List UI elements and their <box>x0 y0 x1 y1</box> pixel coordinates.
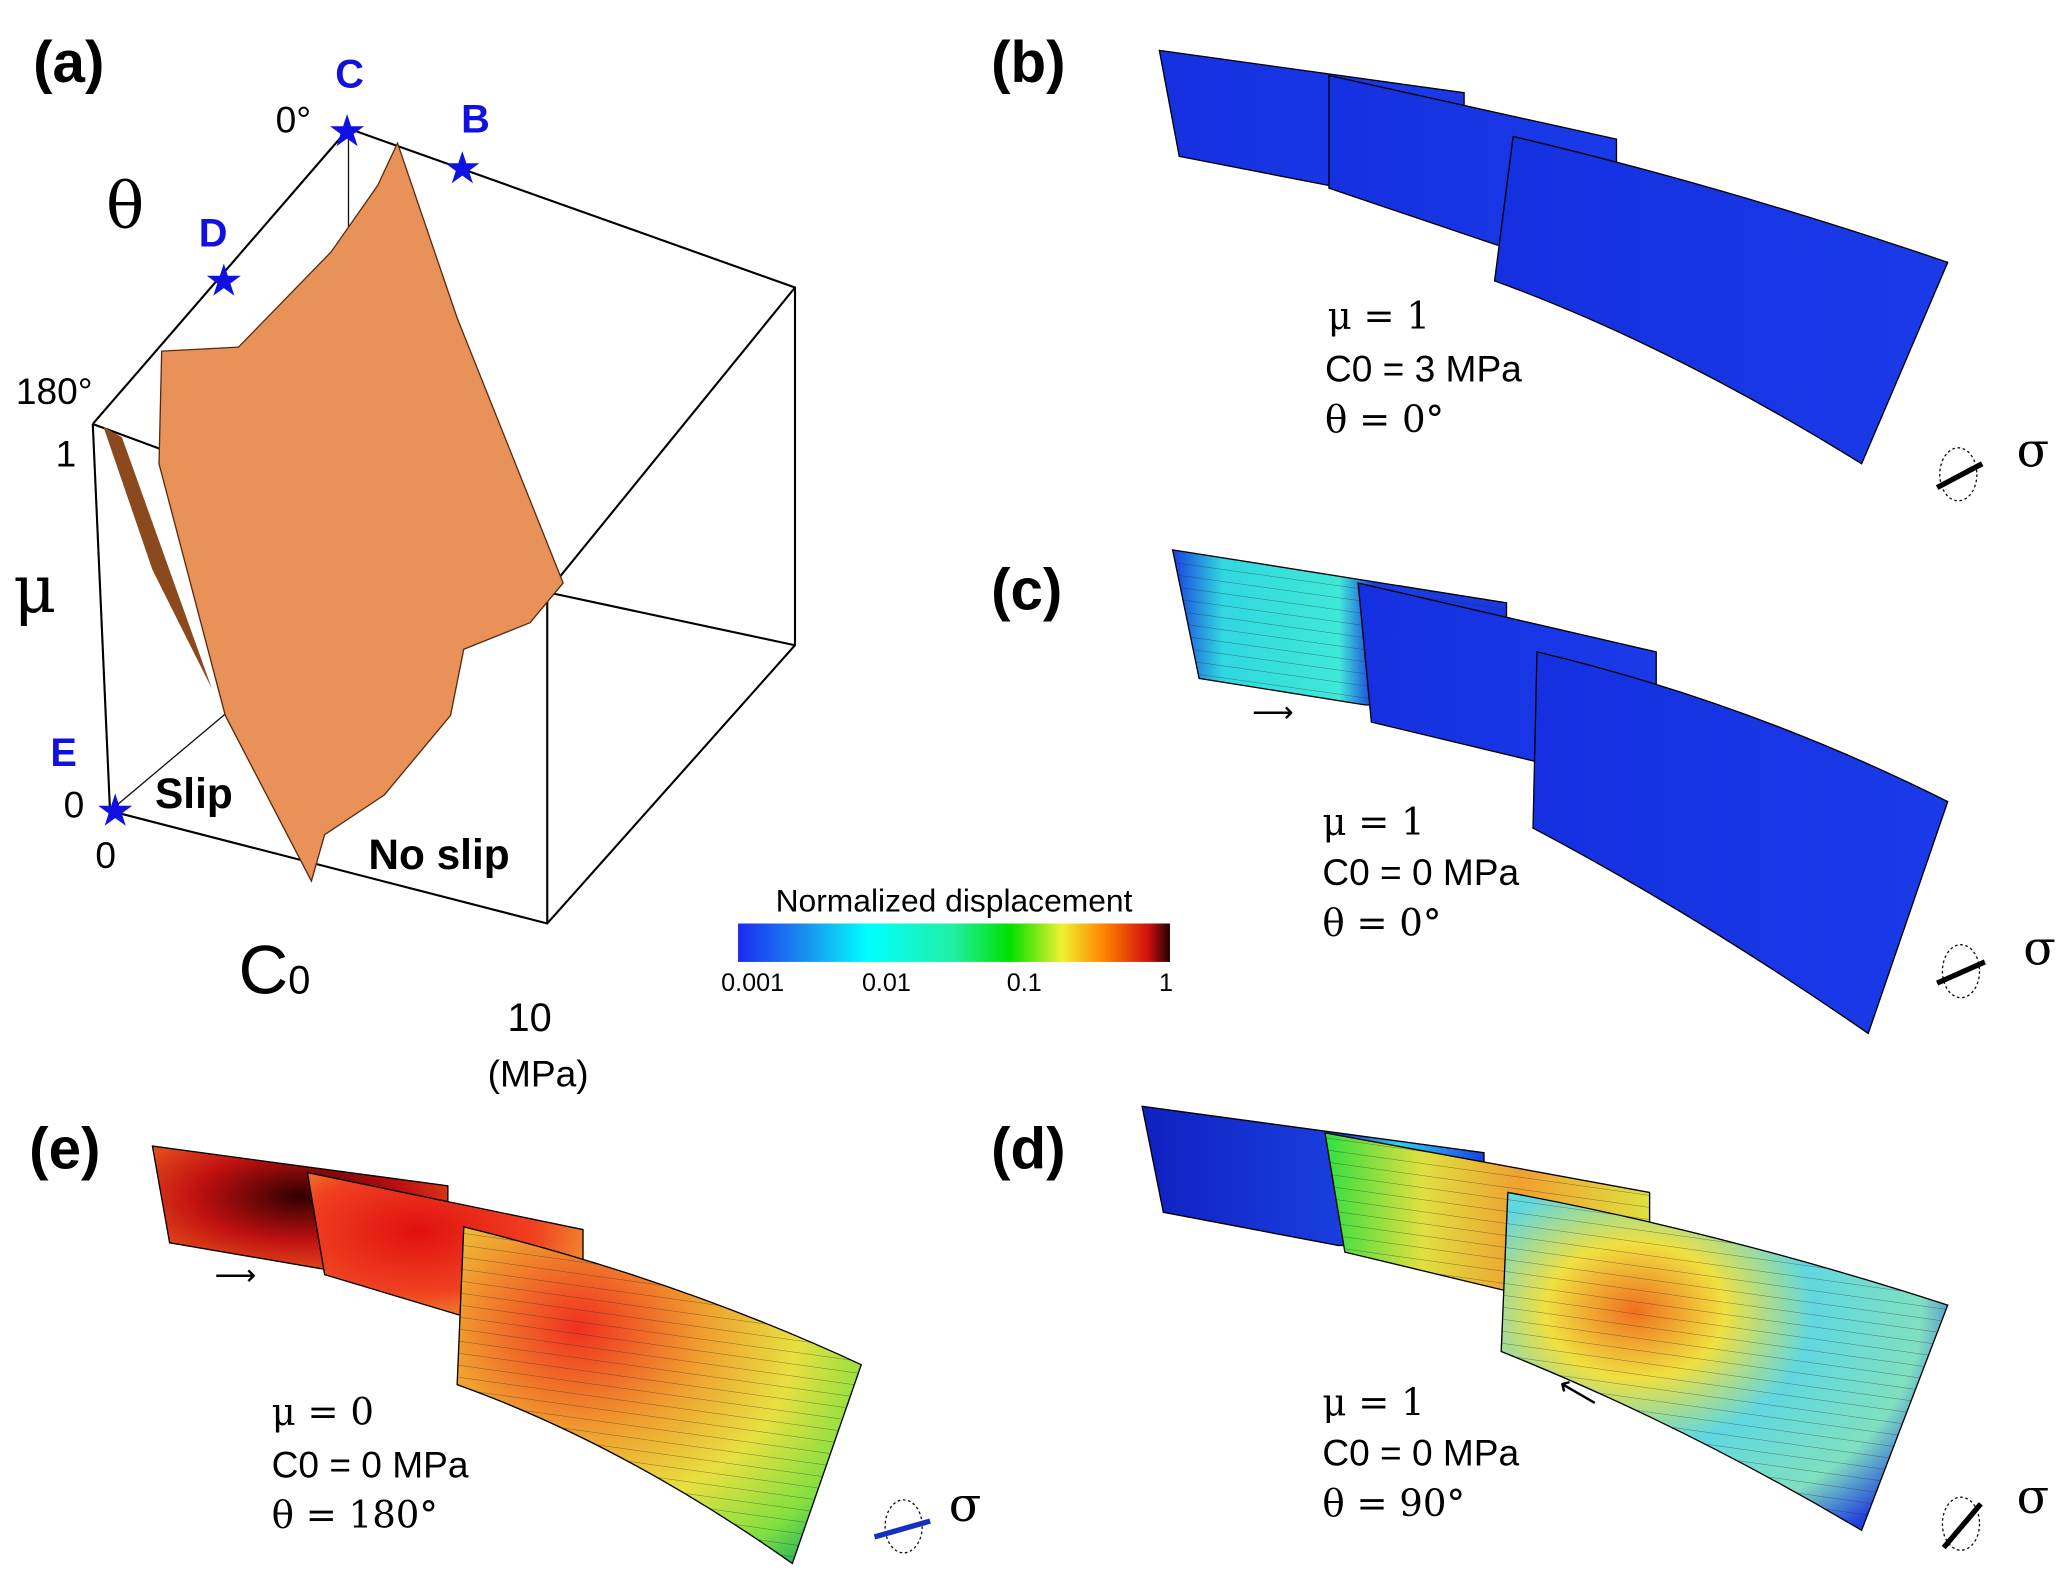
c0-value: C0 = 0 MPa <box>1322 1431 1519 1473</box>
mu-value: μ = 0 <box>272 1390 374 1433</box>
sigma-label: σ <box>2017 1470 2050 1525</box>
fault-segment <box>1493 135 1949 465</box>
contour-lines <box>457 1226 862 1564</box>
star-icon: ★ <box>329 109 365 153</box>
colorbar-tick: 1 <box>1159 969 1173 997</box>
theta-axis-label: θ <box>106 169 144 243</box>
panel-a-label: (a) <box>33 30 104 95</box>
contour-lines <box>1501 1192 1948 1531</box>
panel-e-label: (e) <box>29 1117 100 1182</box>
slip-direction-arrow-icon: ⟶ <box>215 1260 257 1292</box>
marker-b-label: B <box>461 97 490 141</box>
stress-orientation-icon <box>1936 944 1986 999</box>
c0-axis-label: C0 <box>239 932 311 1009</box>
star-icon: ★ <box>445 147 481 191</box>
c0-unit: (MPa) <box>488 1052 589 1094</box>
panel-d-label: (d) <box>991 1117 1065 1182</box>
panel-d: (d) ⟵ μ = 1 C0 = 0 MPa θ = 90° σ <box>991 1105 2050 1551</box>
sigma-label: σ <box>2017 423 2050 478</box>
theta-value: θ = 0° <box>1325 398 1444 441</box>
slip-region-label: Slip <box>155 770 233 817</box>
fault-segment <box>1532 651 1949 1035</box>
colorbar-title: Normalized displacement <box>776 883 1133 919</box>
mu-value: μ = 1 <box>1322 1381 1424 1424</box>
marker-c-label: C <box>335 52 364 96</box>
mu-value: μ = 1 <box>1328 295 1430 338</box>
stress-orientation-icon <box>873 1499 931 1554</box>
scenario-markers: C ★ B ★ D ★ E ★ <box>50 52 489 833</box>
mu-axis-label: μ <box>13 551 56 628</box>
theta-value: θ = 180° <box>272 1494 438 1537</box>
slip-direction-arrow-icon: ⟶ <box>1252 697 1294 729</box>
stress-orientation-icon <box>1941 1496 1983 1551</box>
c0-min-tick: 0 <box>95 834 116 876</box>
colorbar-gradient <box>738 923 1170 962</box>
colorbar-tick: 0.1 <box>1007 969 1042 997</box>
sigma-label: σ <box>949 1478 982 1533</box>
marker-e-label: E <box>50 731 77 775</box>
sigma-label: σ <box>2023 922 2056 977</box>
c0-value: C0 = 3 MPa <box>1325 348 1522 390</box>
stress-orientation-icon <box>1935 447 1984 502</box>
theta-max-tick: 180° <box>16 370 93 412</box>
panel-c: (c) ⟶ μ = 1 C0 = 0 MPa θ = 0° σ <box>991 549 2056 1035</box>
marker-d-label: D <box>199 211 228 255</box>
panel-e: (e) ⟶ μ = 0 C0 = 0 MPa θ = 180° σ <box>29 1117 982 1565</box>
theta-min-tick: 0° <box>276 98 311 140</box>
panel-c-label: (c) <box>991 557 1062 622</box>
colorbar-tick: 0.01 <box>862 969 911 997</box>
star-icon: ★ <box>206 259 242 303</box>
panel-b-label: (b) <box>991 30 1065 95</box>
slip-boundary-surface <box>103 141 564 883</box>
c0-max-tick: 10 <box>507 996 551 1040</box>
theta-value: θ = 0° <box>1322 901 1441 944</box>
c0-value: C0 = 0 MPa <box>1322 851 1519 893</box>
c0-value: C0 = 0 MPa <box>272 1443 469 1485</box>
theta-value: θ = 90° <box>1322 1482 1465 1525</box>
panel-b: (b) μ = 1 C0 = 3 MPa θ = 0° σ <box>991 30 2050 502</box>
mu-value: μ = 1 <box>1322 801 1424 844</box>
star-icon: ★ <box>97 789 133 833</box>
mu-max-tick: 1 <box>56 432 77 474</box>
no-slip-region-label: No slip <box>368 831 509 878</box>
panel-a-parameter-space: (a) θ 180° 0° 1 μ 0 0 C0 10 (MPa) Slip N… <box>13 30 797 1094</box>
colorbar: Normalized displacement 0.001 0.01 0.1 1 <box>721 883 1173 997</box>
mu-min-tick: 0 <box>64 783 85 825</box>
colorbar-tick: 0.001 <box>721 969 784 997</box>
